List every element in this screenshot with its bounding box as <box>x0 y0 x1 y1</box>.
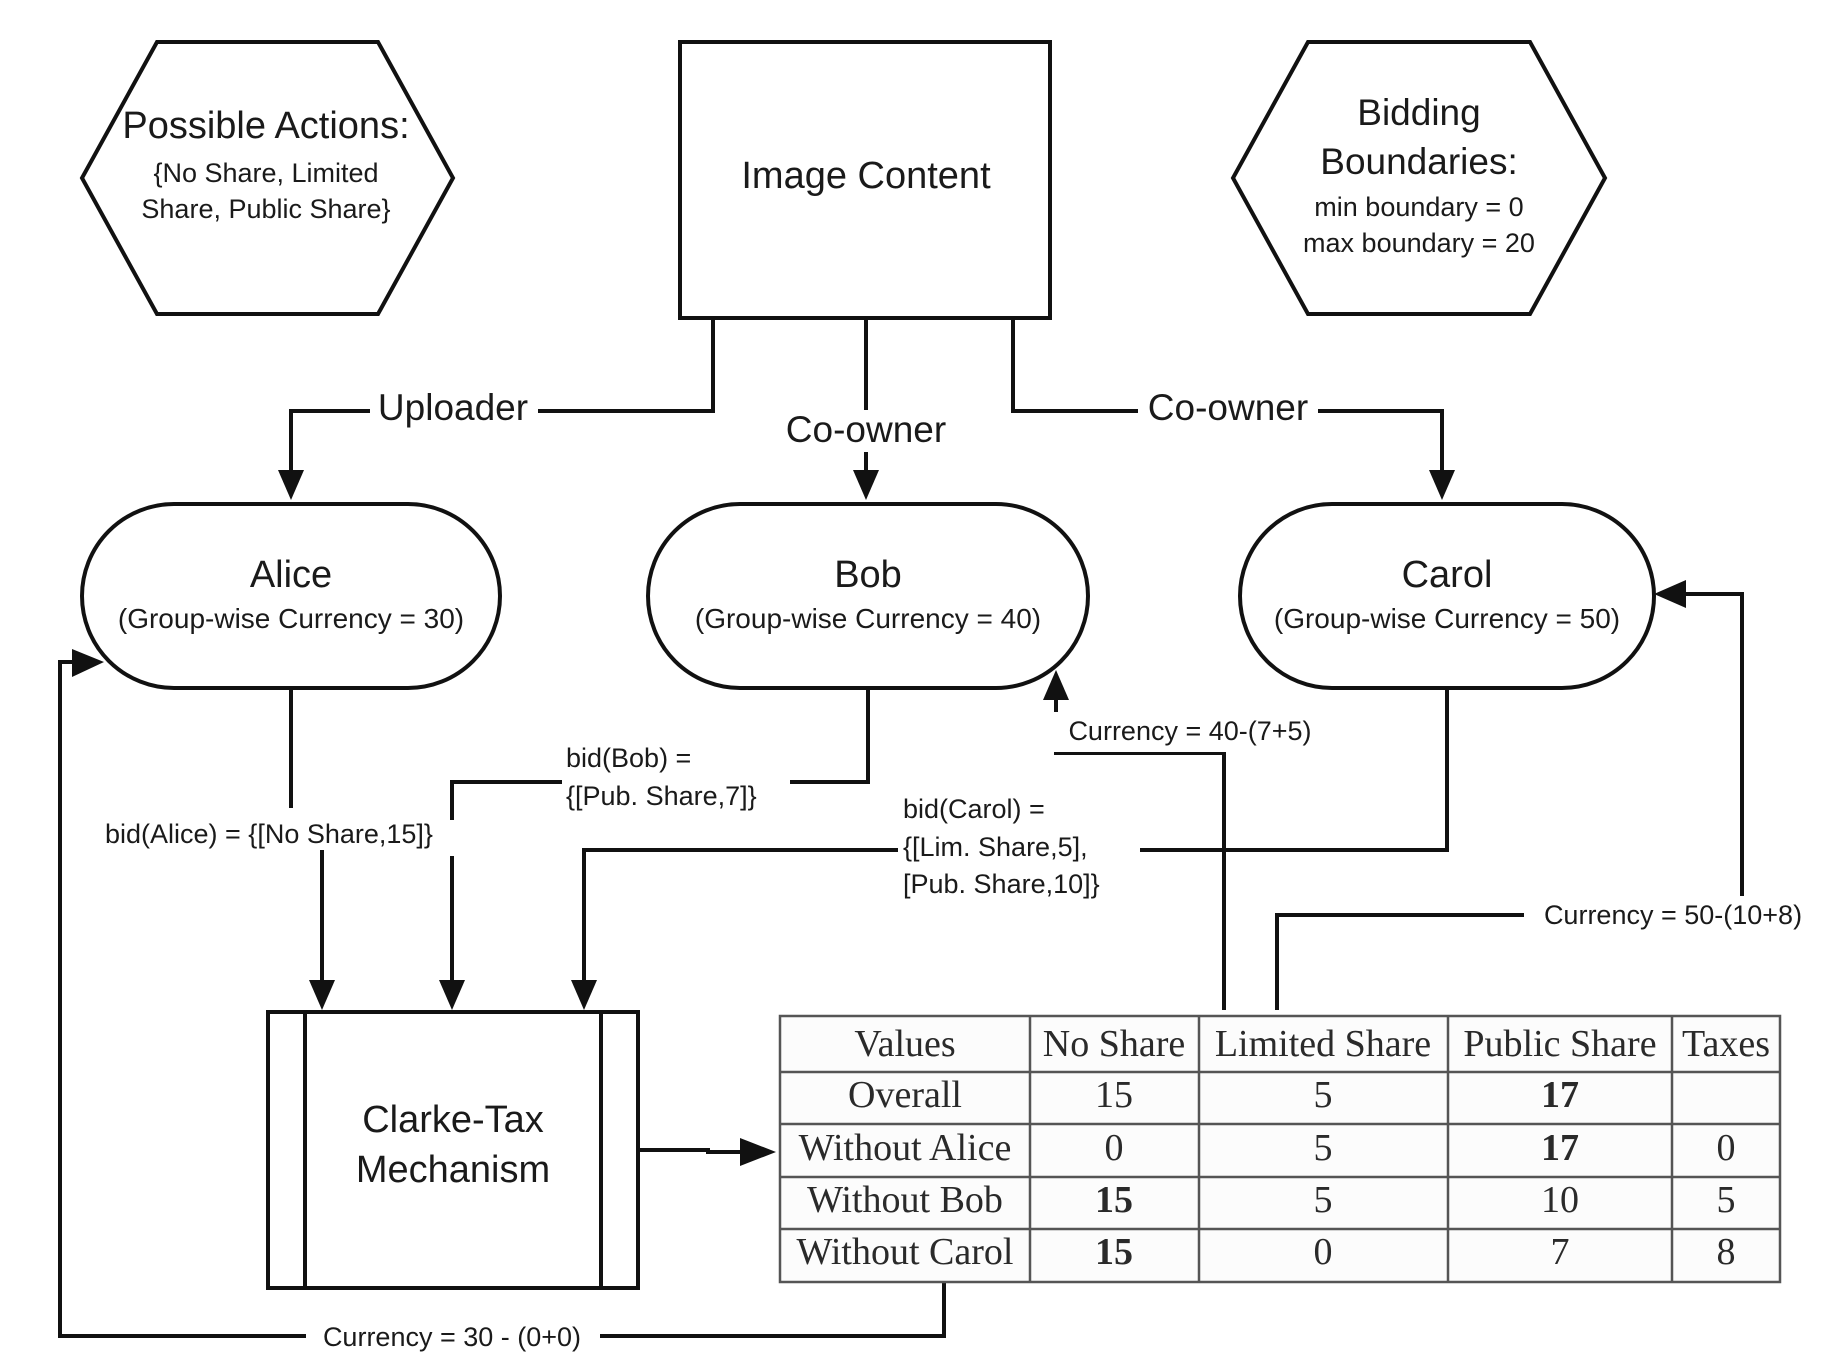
table-cell: 15 <box>1095 1179 1133 1221</box>
carol-node: Carol (Group-wise Currency = 50) <box>1238 502 1656 690</box>
bob-node: Bob (Group-wise Currency = 40) <box>646 502 1090 690</box>
bidding-boundaries-hexagon: Bidding Boundaries: min boundary = 0 max… <box>1230 40 1608 316</box>
table-cell: 5 <box>1314 1074 1333 1116</box>
table-cell: 5 <box>1314 1127 1333 1169</box>
table-cell: 17 <box>1541 1074 1579 1116</box>
table-row: Without Bob 15 5 10 5 <box>807 1179 1735 1221</box>
header-limited-share: Limited Share <box>1215 1023 1431 1065</box>
header-no-share: No Share <box>1043 1023 1185 1065</box>
bob-name: Bob <box>834 554 902 596</box>
bob-currency: (Group-wise Currency = 40) <box>695 603 1041 634</box>
table-cell: 10 <box>1541 1179 1579 1221</box>
carol-bid-line-2: {[Lim. Share,5], <box>903 832 1088 862</box>
row-label-without-alice: Without Alice <box>799 1127 1012 1169</box>
alice-bid-label: bid(Alice) = {[No Share,15]} <box>105 819 433 849</box>
row-label-without-bob: Without Bob <box>807 1179 1003 1221</box>
min-boundary-text: min boundary = 0 <box>1314 192 1523 222</box>
alice-currency: (Group-wise Currency = 30) <box>118 603 464 634</box>
uploader-connector: Uploader <box>278 318 715 500</box>
table-cell: 0 <box>1105 1127 1124 1169</box>
mechanism-line-2: Mechanism <box>356 1149 550 1191</box>
carol-name: Carol <box>1402 554 1493 596</box>
row-label-without-carol: Without Carol <box>797 1231 1014 1273</box>
carol-currency-label: Currency = 50-(10+8) <box>1544 900 1802 930</box>
table-header-row: Values No Share Limited Share Public Sha… <box>854 1023 1770 1065</box>
bidding-boundaries-title-2: Boundaries: <box>1320 141 1517 182</box>
table-cell: 0 <box>1717 1127 1736 1169</box>
table-cell: 15 <box>1095 1231 1133 1273</box>
carol-bid-connector: bid(Carol) = {[Lim. Share,5], [Pub. Shar… <box>571 688 1449 1010</box>
carol-coowner-label: Co-owner <box>1148 387 1308 428</box>
table-cell: 5 <box>1314 1179 1333 1221</box>
header-public-share: Public Share <box>1463 1023 1656 1065</box>
table-cell: 15 <box>1095 1074 1133 1116</box>
possible-actions-line-1: {No Share, Limited <box>153 158 378 188</box>
bob-currency-feedback: Currency = 40-(7+5) <box>1043 670 1332 1010</box>
bob-bid-line-1: bid(Bob) = <box>566 743 691 773</box>
mechanism-line-1: Clarke-Tax <box>362 1099 544 1141</box>
alice-currency-feedback: Currency = 30 - (0+0) <box>58 649 946 1354</box>
possible-actions-title: Possible Actions: <box>122 105 409 147</box>
table-row: Without Carol 15 0 7 8 <box>797 1231 1736 1273</box>
clarke-tax-mechanism: Clarke-Tax Mechanism <box>266 1010 640 1290</box>
bob-coowner-connector: Co-owner <box>786 318 946 500</box>
alice-bid-connector: bid(Alice) = {[No Share,15]} <box>105 688 433 1010</box>
table-cell: 17 <box>1541 1127 1579 1169</box>
alice-currency-label: Currency = 30 - (0+0) <box>323 1322 581 1352</box>
mechanism-to-table-connector <box>638 1138 776 1166</box>
bob-currency-label: Currency = 40-(7+5) <box>1068 716 1311 746</box>
table-row: Without Alice 0 5 17 0 <box>799 1127 1736 1169</box>
alice-node: Alice (Group-wise Currency = 30) <box>80 502 502 690</box>
image-content-label: Image Content <box>741 155 991 197</box>
carol-coowner-connector: Co-owner <box>1011 318 1455 500</box>
table-cell: 0 <box>1314 1231 1333 1273</box>
bob-bid-connector: bid(Bob) = {[Pub. Share,7]} <box>439 688 870 1010</box>
table-cell: 8 <box>1717 1231 1736 1273</box>
bob-coowner-label: Co-owner <box>786 409 946 450</box>
header-taxes: Taxes <box>1682 1023 1770 1065</box>
carol-currency-feedback: Currency = 50-(10+8) <box>1275 580 1822 1010</box>
row-label-overall: Overall <box>848 1074 962 1116</box>
image-content-box: Image Content <box>678 40 1052 320</box>
alice-name: Alice <box>250 554 332 596</box>
header-values: Values <box>854 1023 955 1065</box>
bidding-boundaries-title-1: Bidding <box>1357 92 1480 133</box>
bob-bid-line-2: {[Pub. Share,7]} <box>566 781 757 811</box>
max-boundary-text: max boundary = 20 <box>1303 228 1535 258</box>
table-row: Overall 15 5 17 <box>848 1074 1579 1116</box>
results-table: Values No Share Limited Share Public Sha… <box>778 1014 1782 1284</box>
table-cell: 5 <box>1717 1179 1736 1221</box>
uploader-label: Uploader <box>378 387 528 428</box>
carol-bid-line-3: [Pub. Share,10]} <box>903 869 1100 899</box>
possible-actions-hexagon: Possible Actions: {No Share, Limited Sha… <box>79 40 456 316</box>
carol-currency: (Group-wise Currency = 50) <box>1274 603 1620 634</box>
carol-bid-line-1: bid(Carol) = <box>903 794 1045 824</box>
possible-actions-line-2: Share, Public Share} <box>141 194 390 224</box>
table-cell: 7 <box>1551 1231 1570 1273</box>
